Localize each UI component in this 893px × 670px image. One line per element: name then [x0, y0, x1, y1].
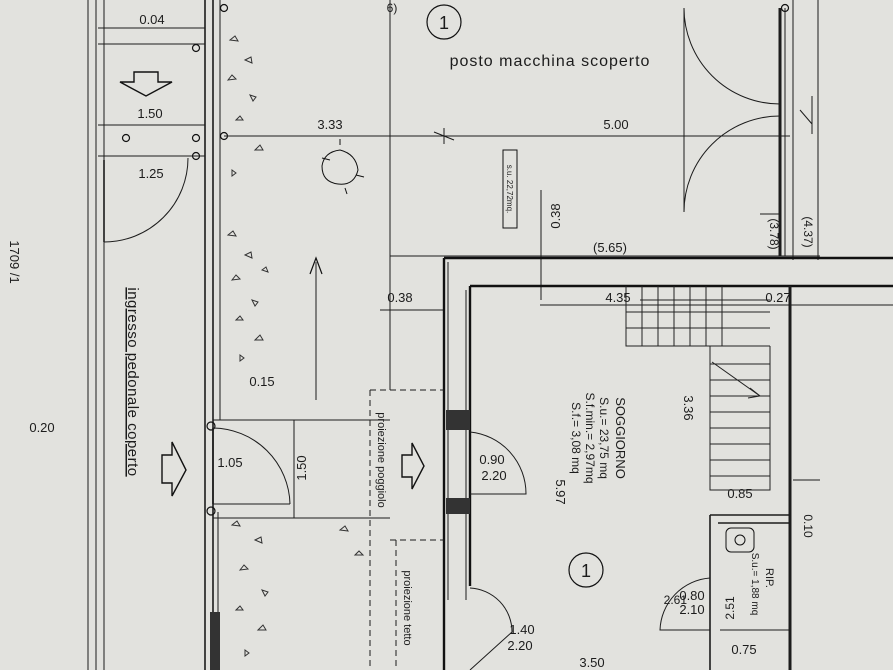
- edge-text-top: 6): [387, 1, 398, 15]
- dim-0-75: 0.75: [731, 642, 756, 657]
- dim-0-85: 0.85: [727, 486, 752, 501]
- svg-text:S.f.= 3,08 mq: S.f.= 3,08 mq: [569, 402, 583, 474]
- dim-3-36: 3.36: [681, 395, 696, 420]
- dim-5-97: 5.97: [553, 479, 568, 504]
- top-dimension-lines: [98, 0, 893, 481]
- dim-0-38: 0.38: [387, 290, 412, 305]
- balcony-projection-label: proiezione poggiolo: [375, 412, 387, 507]
- left-boundary-lines: [87, 0, 391, 670]
- living-room-door-2: [469, 587, 513, 670]
- dim-0-27: 0.27: [765, 290, 790, 305]
- tree-symbol: [321, 139, 365, 195]
- dim-2-51: 2.51: [723, 596, 737, 620]
- door-height-2-20: 2.20: [481, 468, 506, 483]
- garage-doors: [683, 7, 813, 256]
- door-width-0-80: 0.80: [679, 588, 704, 603]
- entrance-arrow-top: [119, 71, 173, 97]
- dim-3-78: (3.78): [767, 218, 781, 249]
- projection-outlines: [369, 389, 444, 670]
- building-walls: [210, 256, 893, 670]
- dim-3-33: 3.33: [317, 117, 342, 132]
- dim-1-50: 1.50: [294, 455, 309, 480]
- svg-text:1: 1: [581, 561, 591, 581]
- garden-label: ingresso pedonale coperto: [124, 287, 141, 476]
- door-height-2-10: 2.10: [679, 602, 704, 617]
- door-width-0-90: 0.90: [479, 452, 504, 467]
- svg-text:RIP.: RIP.: [763, 568, 775, 588]
- dim-3-50: 3.50: [579, 655, 604, 670]
- dim-0-20: 0.20: [29, 420, 54, 435]
- dim-0-38-vertical: 0.38: [548, 203, 563, 228]
- dim-1-50-top: 1.50: [137, 106, 162, 121]
- svg-text:S.f.min.= 2,97mq: S.f.min.= 2,97mq: [583, 392, 597, 483]
- parking-area-label: s.u. 22,72mq.: [505, 165, 514, 213]
- svg-text:SOGGIORNO: SOGGIORNO: [613, 397, 628, 479]
- room-number-main: 1: [568, 552, 604, 588]
- svg-text:S.u.= 1,88 mq: S.u.= 1,88 mq: [749, 553, 760, 616]
- parking-area-box: [502, 149, 518, 229]
- entrance-arrow-middle: [161, 441, 187, 497]
- dim-1-05: 1.05: [217, 455, 242, 470]
- pedestrian-door: [212, 419, 390, 519]
- staircase: [625, 286, 771, 491]
- svg-text:1: 1: [439, 13, 449, 33]
- garden-gate: [103, 157, 189, 243]
- dim-5-00: 5.00: [603, 117, 628, 132]
- plan-title: posto macchina scoperto: [450, 53, 651, 70]
- direction-arrow: [309, 256, 323, 400]
- living-room-label: SOGGIORNO S.u.= 23,75 mq S.f.min.= 2,97m…: [569, 392, 628, 483]
- svg-text:S.u.= 23,75 mq: S.u.= 23,75 mq: [597, 397, 611, 479]
- storage-label: RIP. S.u.= 1,88 mq: [749, 553, 775, 616]
- door-height-2-20-b: 2.20: [507, 638, 532, 653]
- dim-2-61: 2.61: [664, 593, 688, 607]
- post-markers: [121, 3, 790, 516]
- roof-projection-label: proiezione tetto: [401, 570, 413, 645]
- living-room-door: [469, 431, 527, 495]
- dim-1-25: 1.25: [138, 166, 163, 181]
- edge-text-left: 1709 /1: [7, 240, 22, 283]
- dim-4-35: 4.35: [605, 290, 630, 305]
- dim-5-65: (5.65): [593, 240, 627, 255]
- dim-0-15: 0.15: [249, 374, 274, 389]
- door-width-1-40: 1.40: [509, 622, 534, 637]
- storage-door: [659, 527, 755, 631]
- room-number-top: 1: [426, 4, 462, 40]
- dim-0-04: 0.04: [139, 12, 164, 27]
- gravel-texture: [226, 35, 365, 657]
- dim-4-37: (4.37): [801, 216, 815, 247]
- dim-0-10: 0.10: [801, 514, 815, 538]
- entrance-arrow-right: [401, 442, 425, 490]
